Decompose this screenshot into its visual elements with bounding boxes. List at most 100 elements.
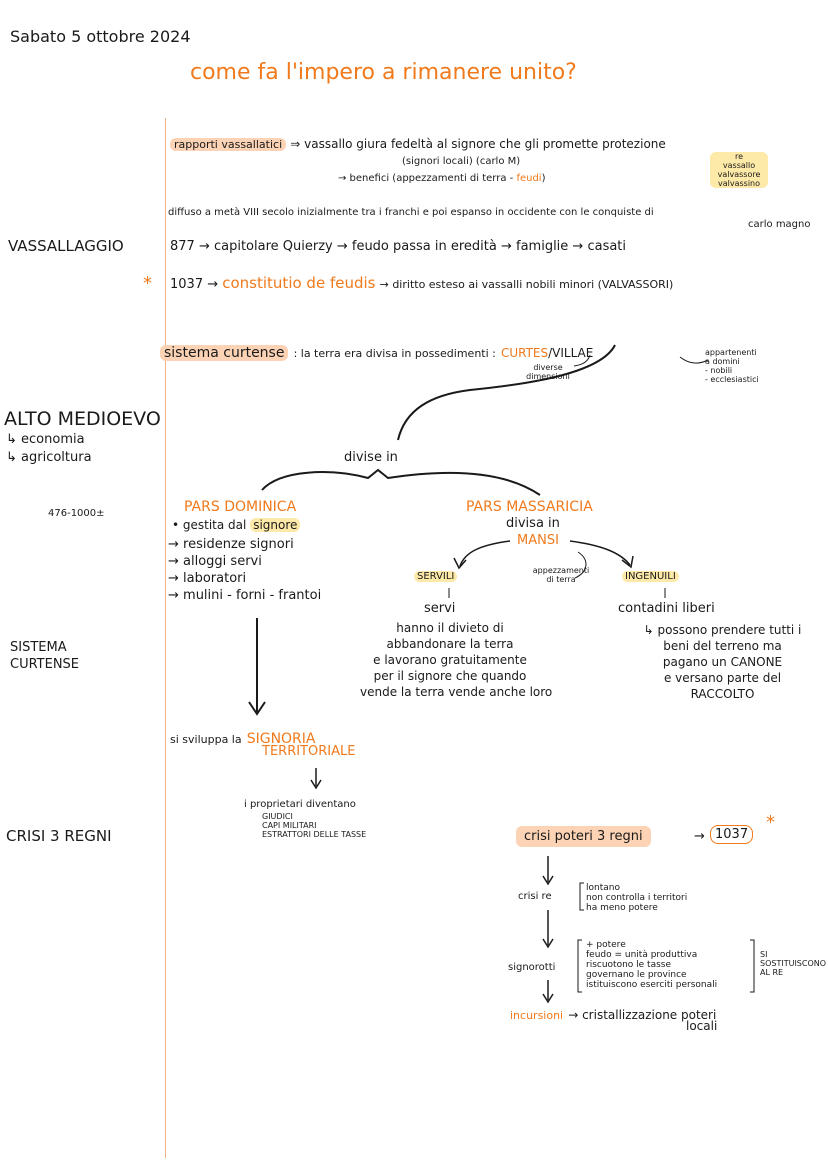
- side-label-economia: ↳ economia: [6, 432, 85, 447]
- side-label-alto-medioevo: ALTO MEDIOEVO: [4, 408, 161, 430]
- servili-label: SERVILI: [414, 571, 458, 582]
- proprietari-list: GIUDICI CAPI MILITARI ESTRATTORI DELLE T…: [262, 812, 366, 839]
- servi-2: abbandonare la terra: [386, 637, 514, 651]
- sig-3: riscuotono le tasse: [586, 960, 672, 970]
- line-877: 877 → capitolare Quierzy → feudo passa i…: [170, 239, 627, 254]
- crisi-re-list: lontano non controlla i territori ha men…: [586, 883, 687, 913]
- mansi-word: MANSI: [517, 533, 559, 548]
- diverse-2: dimensioni: [526, 372, 570, 381]
- signorotti-list: + potere feudo = unità produttiva riscuo…: [586, 940, 717, 990]
- proprietari-text: i proprietari diventano: [244, 799, 356, 810]
- divisa-in: divisa in: [506, 516, 560, 531]
- servi-5: vende la terra vende anche loro: [360, 685, 553, 699]
- curtense-line: sistema curtense : la terra era divisa i…: [160, 342, 593, 361]
- sig-2: feudo = unità produttiva: [586, 950, 698, 960]
- ingenuili-label: INGENUILI: [622, 571, 679, 582]
- date: Sabato 5 ottobre 2024: [10, 27, 191, 46]
- pars-dominica-title: PARS DOMINICA: [184, 499, 297, 515]
- divise-in: divise in: [344, 450, 398, 465]
- contadini-title: contadini liberi: [618, 601, 715, 616]
- side-label-years: 476-1000±: [48, 508, 105, 519]
- contadini-5: RACCOLTO: [690, 687, 755, 701]
- cristal-text: → cristallizzazione poteri: [568, 1008, 717, 1022]
- sig-4: governano le province: [586, 970, 687, 980]
- constitutio-text: constitutio de feudis: [222, 274, 376, 292]
- pars-massaricia-title: PARS MASSARICIA: [466, 499, 593, 515]
- benefici-line: → benefici (appezzamenti di terra - feud…: [338, 173, 546, 184]
- signorotti: signorotti: [508, 962, 556, 973]
- hier-re: re: [734, 152, 744, 161]
- contadini-1: ↳ possono prendere tutti i: [643, 623, 802, 637]
- appezzamenti-note: appezzamenti di terra: [528, 566, 594, 584]
- incursioni-word: incursioni: [510, 1009, 564, 1022]
- signori-locali: (signori locali) (carlo M): [402, 156, 521, 167]
- dominica-l5: → mulini - forni - frantoi: [168, 588, 322, 603]
- app-note-2: di terra: [546, 575, 576, 584]
- territoriale-word: TERRITORIALE: [262, 744, 356, 759]
- dominica-l4: → laboratori: [168, 571, 247, 586]
- app-1: appartenenti: [705, 348, 757, 357]
- servi-1: hanno il divieto di: [396, 621, 504, 635]
- benefici-text: → benefici (appezzamenti di terra -: [338, 173, 514, 184]
- rapporti-highlight: rapporti vassallatici: [170, 138, 287, 151]
- sig-1: + potere: [586, 940, 626, 950]
- side-label-vassallaggio: VASSALLAGGIO: [8, 237, 124, 255]
- feudi-word: feudi: [516, 173, 542, 184]
- hierarchy-note: re vassallo valvassore valvassino: [710, 152, 768, 188]
- carlo-magno: carlo magno: [748, 219, 811, 230]
- y1037-rest: → diritto esteso ai vassalli nobili mino…: [379, 278, 674, 291]
- re-2: non controlla i territori: [586, 893, 688, 903]
- page-title: come fa l'impero a rimanere unito?: [190, 60, 577, 85]
- benefici-close: ): [541, 173, 546, 184]
- servi-title: servi: [424, 601, 456, 616]
- contadini-4: e versano parte del: [663, 671, 782, 685]
- prop-capi: CAPI MILITARI: [262, 821, 317, 830]
- contadini-2: beni del terreno ma: [663, 639, 782, 653]
- crisi-star-icon: *: [766, 812, 775, 833]
- servi-3: e lavorano gratuitamente: [373, 653, 527, 667]
- villae-word: /VILLAE: [548, 346, 594, 360]
- locali-word: locali: [686, 1019, 718, 1033]
- diverse-1: diverse: [533, 363, 563, 372]
- app-2: a domini: [705, 357, 740, 366]
- sig-5: istituiscono eserciti personali: [586, 980, 718, 990]
- sost-2: SOSTITUISCONO: [760, 959, 827, 968]
- servi-description: hanno il divieto di abbandonare la terra…: [360, 620, 553, 700]
- hier-valvassino: valvassino: [717, 179, 761, 188]
- star-icon: *: [143, 273, 152, 294]
- dominica-l2: → residenze signori: [168, 537, 294, 552]
- margin-line: [165, 118, 166, 1158]
- appartenenti-note: appartenenti a domini - nobili - ecclesi…: [705, 348, 759, 384]
- hier-vassallo: vassallo: [722, 161, 756, 170]
- rapporti-text: ⇒ vassallo giura fedeltà al signore che …: [290, 137, 666, 151]
- signoria-line: si sviluppa la SIGNORIA: [170, 728, 316, 747]
- line-1037: 1037 → constitutio de feudis → diritto e…: [170, 274, 674, 293]
- prop-estrattori: ESTRATTORI DELLE TASSE: [262, 830, 367, 839]
- signore-word: signore: [250, 518, 301, 532]
- curtense-highlight: sistema curtense: [160, 345, 289, 361]
- dominica-l3: → alloggi servi: [168, 554, 262, 569]
- app-3: - nobili: [705, 366, 733, 375]
- re-1: lontano: [586, 883, 620, 893]
- sost-3: AL RE: [760, 968, 784, 977]
- rapporti-line: rapporti vassallatici ⇒ vassallo giura f…: [170, 137, 666, 152]
- crisi-arrow: →: [694, 829, 705, 844]
- diverse-dimensioni: diverse dimensioni: [518, 363, 578, 381]
- incursioni-line: incursioni → cristallizzazione poteri: [510, 1004, 716, 1023]
- prop-giudici: GIUDICI: [262, 812, 293, 821]
- sost-1: SI: [760, 950, 768, 959]
- crisi-year: 1037: [710, 825, 754, 844]
- re-3: ha meno potere: [586, 903, 658, 913]
- dominica-l1: • gestita dal signore: [172, 518, 301, 533]
- contadini-3: pagano un CANONE: [662, 655, 783, 669]
- curtes-word: CURTES: [500, 346, 549, 360]
- side-label-agricoltura: ↳ agricoltura: [6, 450, 92, 465]
- side-label-curtense: CURTENSE: [10, 657, 80, 672]
- contadini-description: ↳ possono prendere tutti i beni del terr…: [620, 622, 825, 702]
- side-label-crisi: CRISI 3 REGNI: [6, 827, 112, 845]
- app-note-1: appezzamenti: [532, 566, 590, 575]
- curtense-text: : la terra era divisa in possedimenti :: [293, 347, 496, 360]
- sostituiscono-note: SI SOSTITUISCONO AL RE: [760, 950, 826, 977]
- signoria-word: SIGNORIA: [246, 731, 316, 747]
